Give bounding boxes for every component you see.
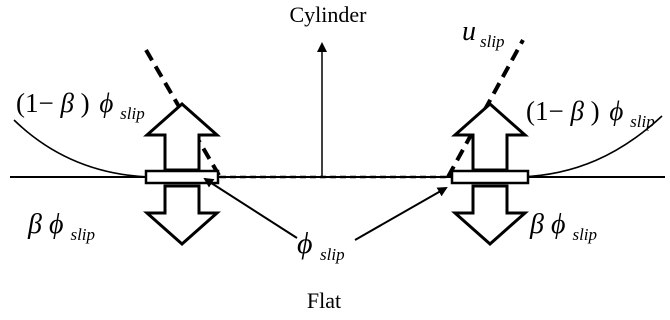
cylinder-surface-left <box>13 119 151 178</box>
top-right-fraction-label: (1− β ) ϕ slip <box>526 96 655 131</box>
up-arrow-left <box>143 101 221 172</box>
center-phi-slip-label: ϕ slip <box>297 227 345 264</box>
slip-plate-right <box>450 169 530 185</box>
down-arrow-left <box>143 184 221 247</box>
flat-label: Flat <box>307 288 341 313</box>
top-left-fraction-label: (1− β ) ϕ slip <box>16 88 145 123</box>
cylinder-surface-right <box>519 115 663 178</box>
bottom-right-fraction-label: β ϕ slip <box>529 209 597 244</box>
phi-slip-arrow-left <box>203 177 298 239</box>
cylinder-label: Cylinder <box>290 2 368 27</box>
u-slip-label: u slip <box>462 16 505 51</box>
down-arrow-right <box>451 184 529 247</box>
slip-dashed-left <box>144 48 222 179</box>
up-arrow-right <box>451 101 529 172</box>
phi-slip-arrow-right <box>354 187 448 241</box>
bottom-left-fraction-label: β ϕ slip <box>27 209 95 244</box>
